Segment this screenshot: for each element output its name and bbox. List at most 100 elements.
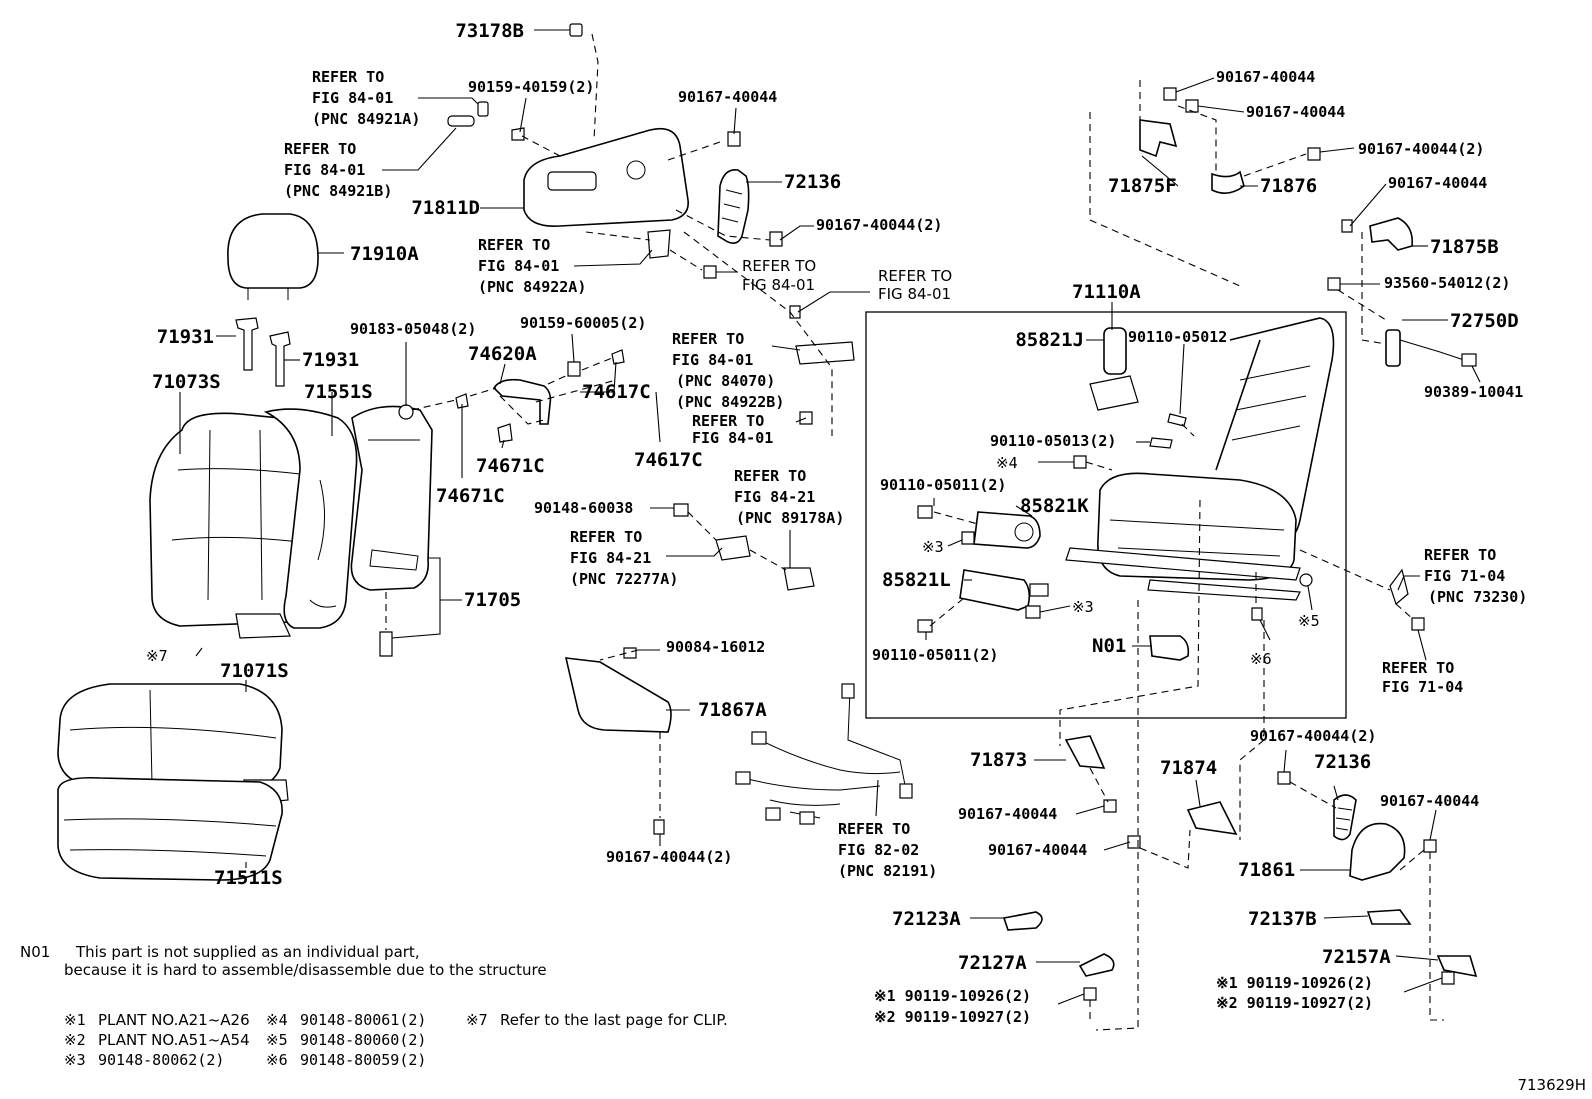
note-n01-code: N01: [20, 943, 50, 961]
label-refer-84-01-b-2: FIG 84-01: [878, 285, 951, 303]
label-refer-84-01-a-2: FIG 84-01: [742, 276, 815, 294]
wire-harness: [735, 683, 913, 825]
notes: N01 This part is not supplied as an indi…: [20, 943, 1586, 1094]
cover-72157A: [1436, 955, 1478, 978]
label-bolt-ref1-b: ※1 90119-10926(2): [1216, 974, 1373, 992]
label-refer-84070-4: (PNC 84922B): [676, 393, 784, 411]
label-71931-b: 71931: [302, 349, 359, 371]
legend-text-7: Refer to the last page for CLIP.: [500, 1011, 728, 1029]
cover-72137B: [1366, 909, 1412, 925]
label-71511S: 71511S: [214, 867, 283, 889]
label-73178B: 73178B: [455, 20, 524, 42]
label-71910A: 71910A: [350, 243, 419, 265]
label-90167-40044-2-a: 90167-40044(2): [816, 216, 942, 234]
legend-mark-4: ※4: [266, 1011, 288, 1029]
legend-mark-1: ※1: [64, 1011, 86, 1029]
cover-71875F: [1139, 119, 1178, 158]
cover-71874: [1186, 801, 1238, 836]
seat-cushion-pad-71511S: [57, 776, 283, 881]
label-90167-40044-b: 90167-40044: [1216, 68, 1315, 86]
label-refer-84070-3: (PNC 84070): [676, 372, 775, 390]
label-refer-84921B-3: (PNC 84921B): [284, 182, 392, 200]
label-bolt-ref2-b: ※2 90119-10927(2): [1216, 994, 1373, 1012]
label-74617C-b: 74617C: [634, 449, 703, 471]
front-cover-71867A: [564, 657, 672, 733]
part-N01: [1149, 635, 1190, 661]
label-refer-84922A-3: (PNC 84922A): [478, 278, 586, 296]
label-refer-72277A-1: REFER TO: [570, 528, 642, 546]
label-93560-54012: 93560-54012(2): [1384, 274, 1510, 292]
label-74620A: 74620A: [468, 343, 537, 365]
label-refer-84070-1: REFER TO: [672, 330, 744, 348]
label-refer-84922A-2: FIG 84-01: [478, 257, 559, 275]
label-refer-71-04-2: FIG 71-04: [1382, 678, 1463, 696]
label-85821L: 85821L: [882, 569, 951, 591]
label-refer-89178A-1: REFER TO: [734, 467, 806, 485]
legend-mark-2: ※2: [64, 1031, 86, 1049]
label-90110-05011-a: 90110-05011(2): [880, 476, 1006, 494]
label-bolt-ref1-a: ※1 90119-10926(2): [874, 987, 1031, 1005]
label-refer-89178A-2: FIG 84-21: [734, 488, 815, 506]
label-N01: N01: [1092, 635, 1126, 657]
label-ref7: ※7: [146, 647, 168, 665]
legend-text-2: PLANT NO.A51~A54: [98, 1031, 250, 1049]
label-refer-84921A-3: (PNC 84921A): [312, 110, 420, 128]
side-shield-71811D: [523, 127, 689, 227]
label-85821K: 85821K: [1020, 495, 1089, 517]
label-90084-16012: 90084-16012: [666, 638, 765, 656]
label-refer-71-04-1: REFER TO: [1382, 659, 1454, 677]
cover-72123A: [1002, 911, 1043, 931]
label-90167-40044-2-c: 90167-40044(2): [1358, 140, 1484, 158]
parts-drawings: [57, 23, 1478, 1001]
label-90167-40044-e: 90167-40044: [1380, 792, 1479, 810]
cover-72127A: [1078, 953, 1115, 977]
legend-text-3: 90148-80062(2): [98, 1051, 224, 1069]
label-ref3-b: ※3: [1072, 598, 1094, 616]
label-71110A: 71110A: [1072, 281, 1141, 303]
legend-mark-6: ※6: [266, 1051, 288, 1069]
part-labels: 73178B REFER TO FIG 84-01 (PNC 84921A) R…: [146, 20, 1527, 1026]
label-72137B: 72137B: [1248, 908, 1317, 930]
label-90110-05013: 90110-05013(2): [990, 432, 1116, 450]
note-n01-line2: because it is hard to assemble/disassemb…: [64, 961, 547, 979]
label-90159-40159: 90159-40159(2): [468, 78, 594, 96]
label-refer-84921A-2: FIG 84-01: [312, 89, 393, 107]
label-refer-73230-3: (PNC 73230): [1428, 588, 1527, 606]
fasteners: [379, 23, 1455, 1001]
buckle-72750D: [1385, 329, 1477, 367]
label-72750D: 72750D: [1450, 310, 1519, 332]
headrest-support-71931: [235, 317, 291, 387]
label-74617C-a: 74617C: [582, 381, 651, 403]
label-71073S: 71073S: [152, 371, 221, 393]
label-85821J: 85821J: [1015, 329, 1084, 351]
label-71874: 71874: [1160, 757, 1217, 779]
label-90167-40044-2-b: 90167-40044(2): [606, 848, 732, 866]
label-refer-82191-2: FIG 82-02: [838, 841, 919, 859]
leader-lines: [179, 29, 1481, 1005]
knob-72136-lower: [1333, 794, 1357, 841]
label-refer-84922A-1: REFER TO: [478, 236, 550, 254]
label-refer-84-01-a-1: REFER TO: [742, 257, 816, 275]
legend-mark-5: ※5: [266, 1031, 288, 1049]
legend-text-5: 90148-80060(2): [300, 1031, 426, 1049]
label-90159-60005: 90159-60005(2): [520, 314, 646, 332]
legend-mark-3: ※3: [64, 1051, 86, 1069]
label-90389-10041: 90389-10041: [1424, 383, 1523, 401]
label-90110-05011-b: 90110-05011(2): [872, 646, 998, 664]
label-bolt-ref2-a: ※2 90119-10927(2): [874, 1008, 1031, 1026]
motor-85821J: [1089, 327, 1139, 411]
legend-text-4: 90148-80061(2): [300, 1011, 426, 1029]
legend-text-6: 90148-80059(2): [300, 1051, 426, 1069]
label-ref6: ※6: [1250, 650, 1272, 668]
seat-frame-71110A: [1065, 317, 1335, 601]
label-72136-lower: 72136: [1314, 751, 1371, 773]
label-71551S: 71551S: [304, 381, 373, 403]
label-74671C-b: 74671C: [436, 485, 505, 507]
label-90167-40044-g: 90167-40044: [988, 841, 1087, 859]
motor-85821K: [973, 511, 1041, 549]
label-refer-72277A-2: FIG 84-21: [570, 549, 651, 567]
label-90167-40044-d: 90167-40044: [1388, 174, 1487, 192]
label-71071S: 71071S: [220, 660, 289, 682]
label-71705: 71705: [464, 589, 521, 611]
label-90167-40044-a: 90167-40044: [678, 88, 777, 106]
